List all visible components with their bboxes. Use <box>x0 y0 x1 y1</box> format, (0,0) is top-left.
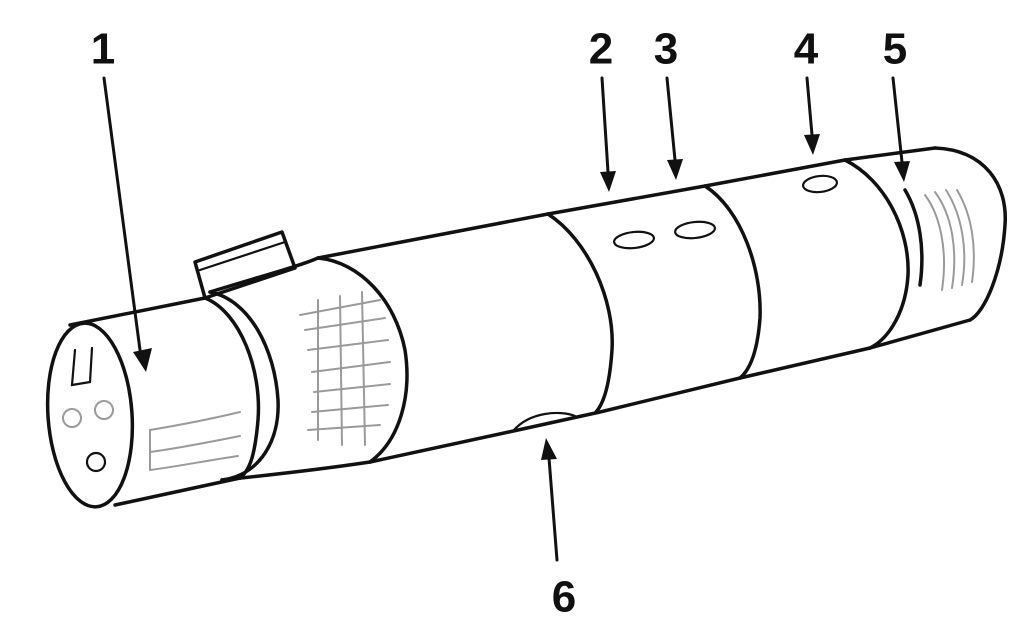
end-grille <box>924 189 975 291</box>
arrow-2 <box>600 76 616 192</box>
hole-c <box>801 174 839 194</box>
arrow-6 <box>541 438 559 562</box>
body-holes <box>512 174 839 432</box>
callout-label-4: 4 <box>794 25 819 74</box>
connector-collar <box>208 256 409 482</box>
collar-knurling <box>299 291 391 446</box>
hole-bottom <box>512 411 577 432</box>
arrow-5 <box>891 76 910 182</box>
callout-label-2: 2 <box>589 25 613 74</box>
arrow-1 <box>102 76 152 372</box>
hole-a <box>612 230 656 250</box>
arrow-3 <box>665 76 683 180</box>
callout-label-3: 3 <box>654 25 678 74</box>
callout-labels: 1 2 3 4 5 6 <box>91 25 907 622</box>
xlr-pin-1 <box>62 408 82 428</box>
xlr-face <box>45 321 135 509</box>
xlr-pin-2 <box>94 400 114 420</box>
callout-label-6: 6 <box>552 573 576 622</box>
arrow-4 <box>804 76 820 155</box>
xlr-head <box>45 296 261 509</box>
latch-tab <box>193 230 297 300</box>
callout-arrows <box>102 76 910 562</box>
callout-label-1: 1 <box>91 25 115 74</box>
tube-body <box>316 146 1007 464</box>
xlr-key-slot <box>70 346 94 387</box>
xlr-pin-3 <box>85 451 107 473</box>
hole-b <box>673 220 717 240</box>
callout-label-5: 5 <box>883 25 907 74</box>
